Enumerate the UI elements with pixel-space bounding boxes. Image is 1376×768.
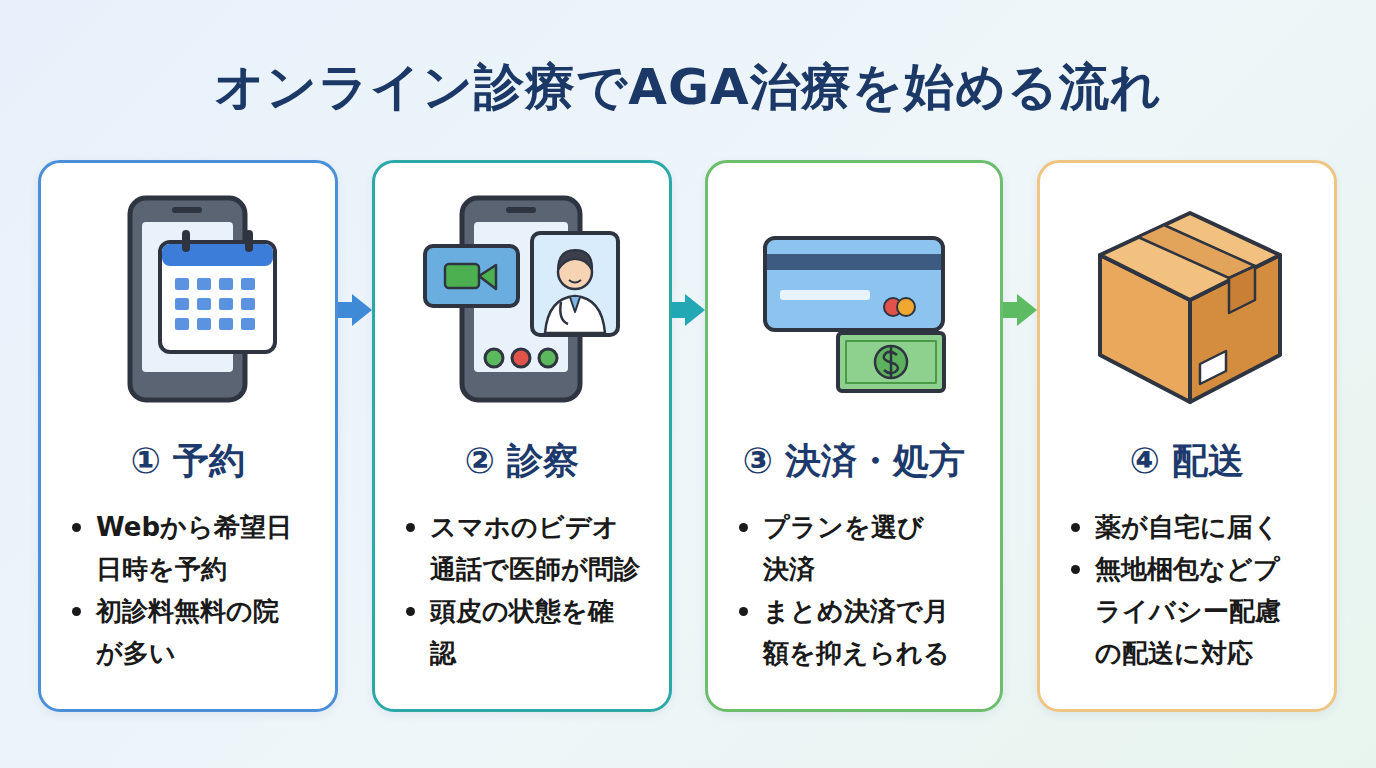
step-heading: ① 予約 bbox=[41, 437, 335, 486]
bullet-text: まとめ決済で月 額を抑えられる bbox=[763, 596, 950, 668]
bullet-list: スマホのビデオ 通話で医師が問診頭皮の状態を確 認 bbox=[403, 506, 659, 674]
bullet-text: スマホのビデオ 通話で医師が問診 bbox=[430, 512, 640, 584]
bullet-item: 薬が自宅に届く bbox=[1068, 506, 1324, 548]
bullet-dot bbox=[406, 607, 415, 616]
bullet-dot bbox=[72, 607, 81, 616]
step-card: ③ 決済・処方プランを選び 決済まとめ決済で月 額を抑えられる bbox=[705, 160, 1003, 712]
bullet-item: 頭皮の状態を確 認 bbox=[403, 590, 659, 674]
bullet-list: プランを選び 決済まとめ決済で月 額を抑えられる bbox=[736, 506, 990, 674]
bullet-item: 初診料無料の院 が多い bbox=[69, 590, 325, 674]
bullet-item: スマホのビデオ 通話で医師が問診 bbox=[403, 506, 659, 590]
step-heading: ④ 配送 bbox=[1040, 437, 1334, 486]
flow-arrow bbox=[1003, 302, 1025, 318]
flow-arrow bbox=[672, 302, 693, 318]
bullet-text: 薬が自宅に届く bbox=[1095, 512, 1280, 542]
bullet-text: 初診料無料の院 が多い bbox=[96, 596, 279, 668]
step-heading: ② 診察 bbox=[375, 437, 669, 486]
bullet-item: Webから希望日 日時を予約 bbox=[69, 506, 325, 590]
flow-arrow bbox=[338, 302, 360, 318]
bullet-text: 頭皮の状態を確 認 bbox=[430, 596, 614, 668]
bullet-text: プランを選び 決済 bbox=[763, 512, 924, 584]
bullet-list: Webから希望日 日時を予約初診料無料の院 が多い bbox=[69, 506, 325, 674]
bullet-text: 無地梱包などプ ライバシー配慮 の配送に対応 bbox=[1095, 554, 1281, 668]
bullet-dot bbox=[406, 523, 415, 532]
bullet-item: プランを選び 決済 bbox=[736, 506, 990, 590]
bullet-dot bbox=[1071, 565, 1080, 574]
step-heading: ③ 決済・処方 bbox=[708, 437, 1000, 486]
bullet-dot bbox=[739, 607, 748, 616]
step-card: ② 診察スマホのビデオ 通話で医師が問診頭皮の状態を確 認 bbox=[372, 160, 672, 712]
bullet-text: Webから希望日 日時を予約 bbox=[96, 512, 292, 584]
step-card: ① 予約 Webから希望日 日時を予約初診料無料の院 が多い bbox=[38, 160, 338, 712]
bullet-list: 薬が自宅に届く無地梱包などプ ライバシー配慮 の配送に対応 bbox=[1068, 506, 1324, 674]
bullet-item: まとめ決済で月 額を抑えられる bbox=[736, 590, 990, 674]
bullet-item: 無地梱包などプ ライバシー配慮 の配送に対応 bbox=[1068, 548, 1324, 674]
step-card: ④ 配送薬が自宅に届く無地梱包などプ ライバシー配慮 の配送に対応 bbox=[1037, 160, 1337, 712]
bullet-dot bbox=[72, 523, 81, 532]
diagram-title: オンライン診療でAGA治療を始める流れ bbox=[0, 54, 1376, 121]
bullet-dot bbox=[1071, 523, 1080, 532]
bullet-dot bbox=[739, 523, 748, 532]
